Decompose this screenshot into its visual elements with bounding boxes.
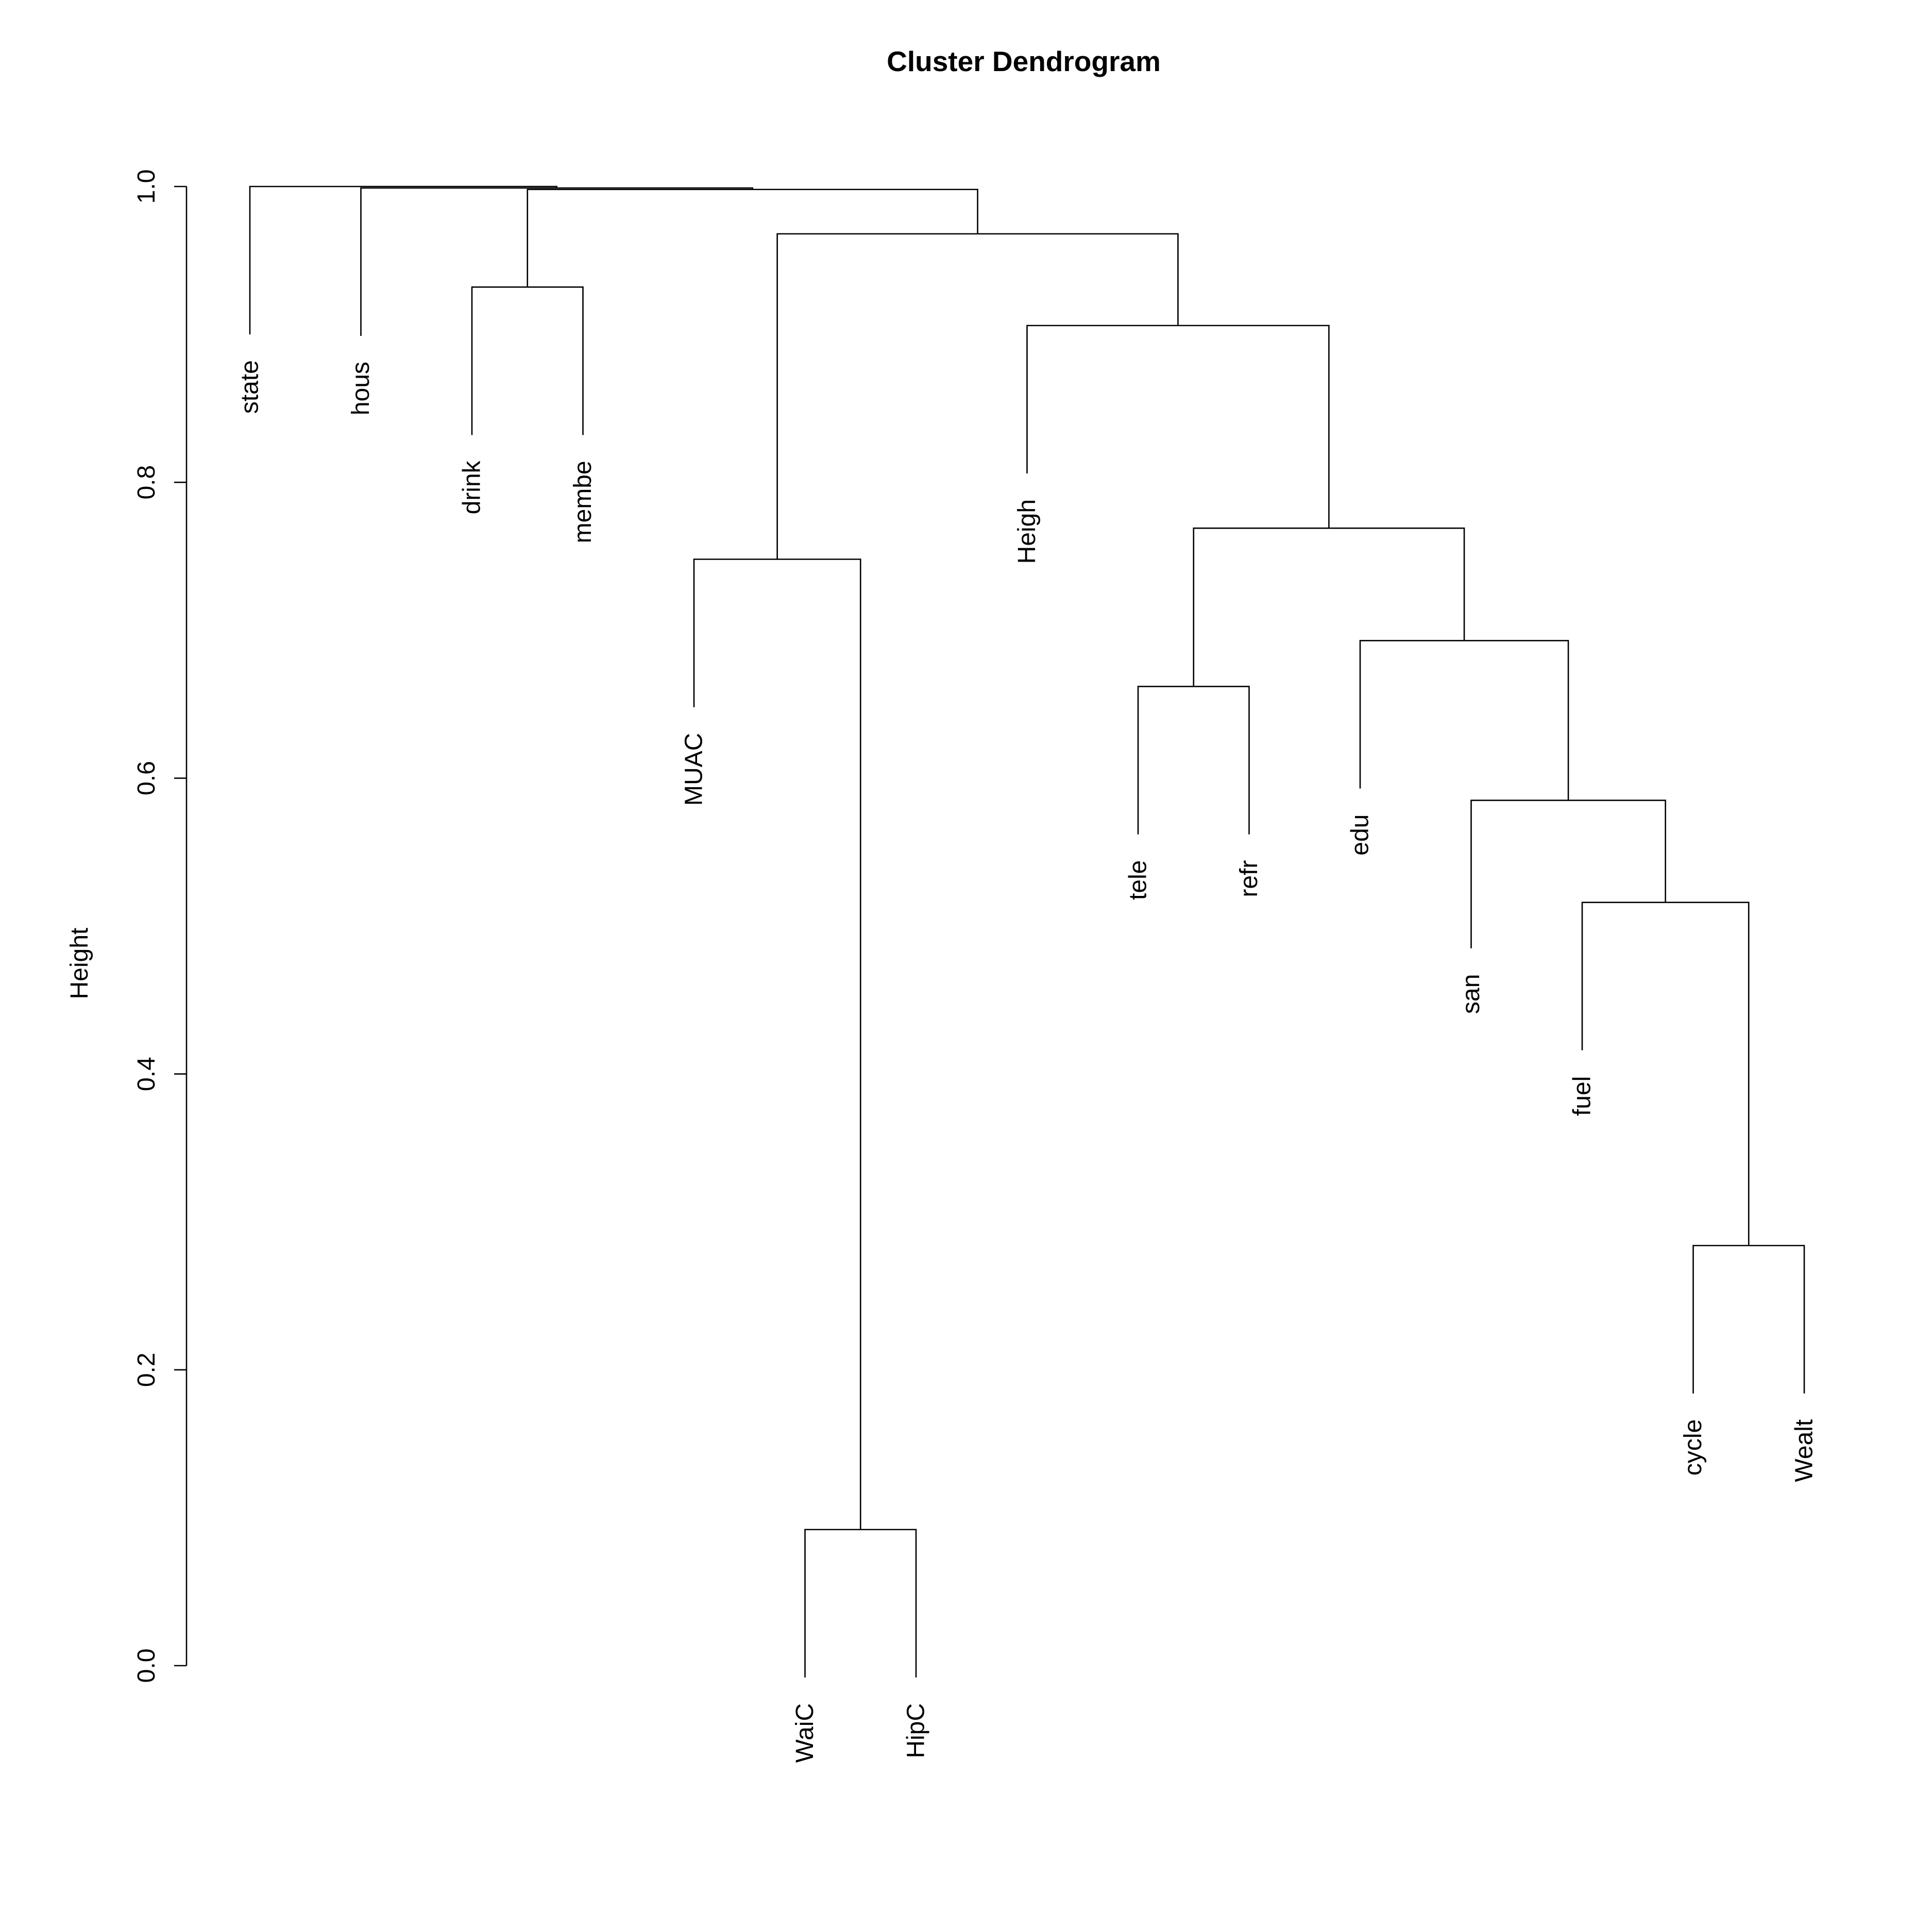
branch-m13 xyxy=(360,187,753,336)
leaf-label-cycle: cycle xyxy=(1680,1419,1707,1476)
leaf-label-wealt: Wealt xyxy=(1791,1419,1818,1482)
branch-m10 xyxy=(471,286,584,435)
branch-m3 xyxy=(1581,902,1750,1246)
branch-m8 xyxy=(1193,527,1465,687)
leaf-label-state: state xyxy=(236,360,264,414)
leaf-label-drink: drink xyxy=(459,460,486,514)
leaf-label-muac: MUAC xyxy=(681,733,708,806)
leaf-label-heigh: Heigh xyxy=(1013,499,1041,564)
branch-m14 xyxy=(249,185,557,335)
y-tick-label: 0.8 xyxy=(133,465,160,500)
y-tick-label: 0.4 xyxy=(133,1057,160,1091)
chart-title: Cluster Dendrogram xyxy=(887,45,1161,77)
y-tick-label: 0.0 xyxy=(133,1649,160,1683)
leaf-label-refr: refr xyxy=(1235,860,1263,897)
y-tick-label: 0.2 xyxy=(133,1352,160,1387)
leaf-label-hipc: HipC xyxy=(903,1703,930,1758)
leaf-label-fuel: fuel xyxy=(1569,1076,1596,1116)
leaf-label-waic: WaiC xyxy=(791,1703,819,1763)
branch-m6 xyxy=(1359,640,1569,801)
branch-m4 xyxy=(1470,800,1666,948)
leaf-label-tele: tele xyxy=(1125,860,1152,900)
branch-m12 xyxy=(527,189,978,287)
branch-m2 xyxy=(1692,1245,1805,1394)
branch-m11 xyxy=(776,233,1179,560)
y-axis: 0.0 0.2 0.4 0.6 0.8 1.0 xyxy=(133,170,188,1683)
y-tick-label: 0.6 xyxy=(133,761,160,795)
branch-m1 xyxy=(804,1529,917,1677)
leaf-label-edu: edu xyxy=(1347,814,1374,855)
leaf-label-san: san xyxy=(1458,974,1485,1014)
leaf-label-hous: hous xyxy=(347,362,375,415)
branch-m7 xyxy=(693,558,861,1530)
leaf-label-membe: membe xyxy=(569,461,597,543)
y-axis-label: Height xyxy=(66,928,93,999)
dendrogram-branches xyxy=(249,185,1805,1677)
branch-m5 xyxy=(1137,686,1250,835)
branch-m9 xyxy=(1026,325,1330,529)
y-tick-label: 1.0 xyxy=(133,170,160,204)
